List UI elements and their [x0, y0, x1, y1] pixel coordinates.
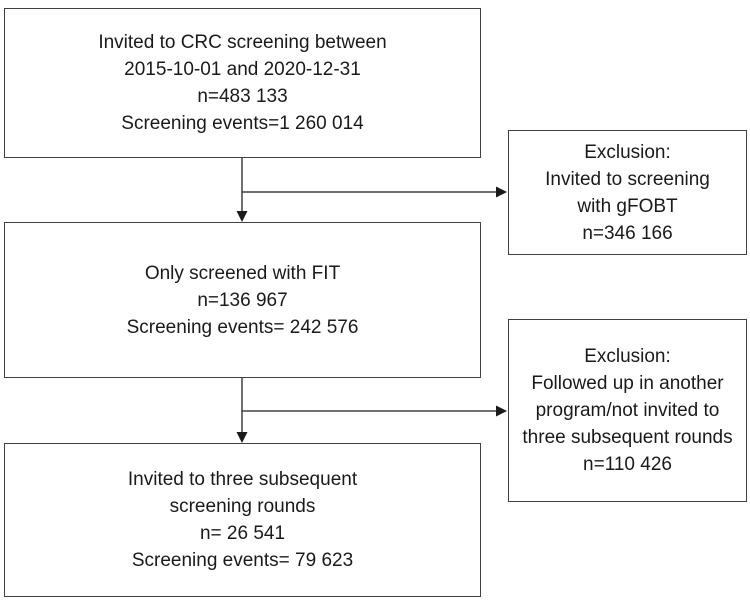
text-line: Followed up in another: [531, 373, 724, 394]
text-line: 2015-10-01 and 2020-12-31: [124, 59, 361, 80]
text-line: Exclusion:: [584, 346, 671, 367]
arrowhead-right-exclusion2: [496, 405, 507, 417]
text-line: Screening events=1 260 014: [121, 113, 364, 134]
text-line: Screening events= 242 576: [126, 316, 359, 338]
arrowhead-right-exclusion1: [496, 186, 507, 198]
text-line: n=136 967: [197, 289, 288, 311]
flow-box-invited-three-rounds: Invited to three subsequent screening ro…: [4, 443, 481, 597]
text-line: Invited to three subsequent: [127, 469, 358, 490]
flow-box-exclusion-gfobt: Exclusion: Invited to screening with gFO…: [508, 130, 747, 255]
text-line: Only screened with FIT: [144, 262, 341, 284]
text-line: Exclusion:: [584, 141, 671, 163]
flow-box-invited-crc-screening: Invited to CRC screening between 2015-10…: [4, 8, 481, 158]
text-line: n=483 133: [197, 86, 288, 107]
flow-box-exclusion-other-program: Exclusion: Followed up in another progra…: [508, 319, 747, 502]
text-line: Screening events= 79 623: [131, 550, 354, 571]
arrowhead-down-box3: [236, 432, 248, 443]
text-line: program/not invited to: [535, 400, 720, 421]
text-line: three subsequent rounds: [522, 427, 733, 448]
text-line: with gFOBT: [577, 195, 678, 217]
text-line: Invited to screening: [545, 168, 710, 190]
arrowhead-down-box2: [236, 211, 248, 222]
text-line: Invited to CRC screening between: [98, 32, 387, 53]
flow-box-only-screened-fit: Only screened with FIT n=136 967 Screeni…: [4, 222, 481, 378]
text-line: n= 26 541: [199, 523, 286, 544]
text-line: screening rounds: [169, 496, 316, 517]
text-line: n=110 426: [583, 454, 672, 475]
text-line: n=346 166: [582, 222, 673, 244]
